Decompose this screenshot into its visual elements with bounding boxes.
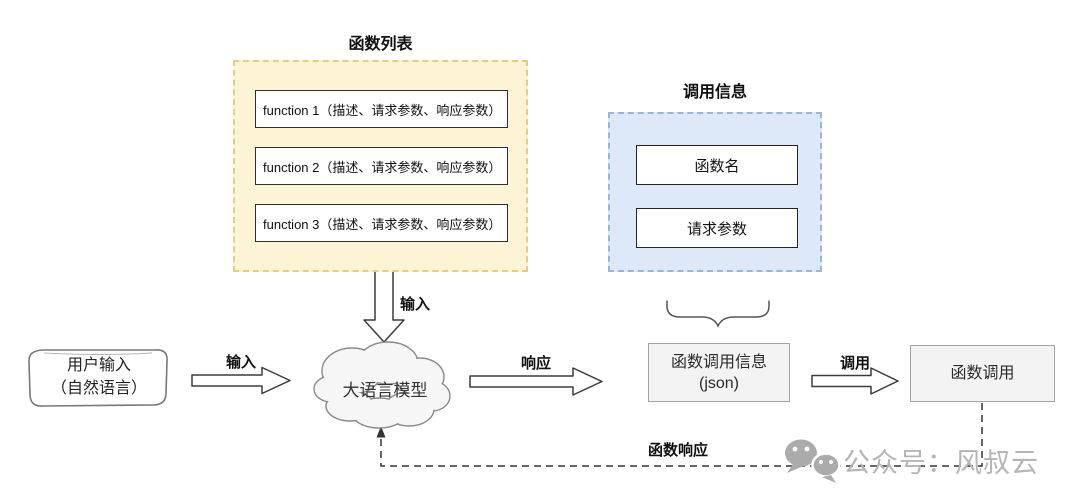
user-input-node: 用户输入 （自然语言） bbox=[30, 354, 168, 400]
function-list-title: 函数列表 bbox=[348, 36, 413, 53]
call-info-field-request-params: 请求参数 bbox=[636, 208, 798, 248]
function-item-2: function 2（描述、请求参数、响应参数） bbox=[255, 147, 508, 185]
call-info-title: 调用信息 bbox=[682, 84, 747, 101]
input-arrow bbox=[191, 366, 291, 395]
function-call-info-line2: (json) bbox=[698, 374, 739, 392]
llm-cloud bbox=[313, 341, 451, 429]
llm-label: 大语言模型 bbox=[342, 381, 428, 400]
user-input-shape bbox=[28, 349, 168, 407]
call-info-field-function-name: 函数名 bbox=[636, 145, 798, 185]
function-call-info-line1: 函数调用信息 bbox=[670, 353, 767, 371]
function-response-dashed-arrow bbox=[376, 403, 983, 467]
function-item-1: function 1（描述、请求参数、响应参数） bbox=[255, 90, 508, 128]
function-call-info-node: 函数调用信息 (json) bbox=[648, 343, 790, 402]
invoke-arrow-label: 调用 bbox=[839, 355, 870, 372]
function-item-3: function 3（描述、请求参数、响应参数） bbox=[255, 204, 508, 242]
response-arrow-label: 响应 bbox=[520, 355, 551, 372]
brace bbox=[666, 300, 770, 328]
user-input-line2: （自然语言） bbox=[50, 380, 147, 397]
function-response-label: 函数响应 bbox=[648, 442, 709, 459]
function-call-node: 函数调用 bbox=[910, 345, 1055, 402]
invoke-arrow bbox=[811, 367, 899, 395]
wechat-icon bbox=[785, 439, 841, 483]
input-arrow-label: 输入 bbox=[225, 354, 256, 371]
functions-input-arrow bbox=[363, 269, 405, 343]
call-info-container bbox=[608, 112, 822, 272]
wechat-account-label: 公众号：风叔云 bbox=[843, 448, 1039, 478]
user-input-line1: 用户输入 bbox=[66, 357, 131, 374]
functions-input-arrow-label: 输入 bbox=[399, 296, 430, 313]
function-call-label: 函数调用 bbox=[950, 365, 1015, 382]
response-arrow bbox=[469, 367, 603, 396]
